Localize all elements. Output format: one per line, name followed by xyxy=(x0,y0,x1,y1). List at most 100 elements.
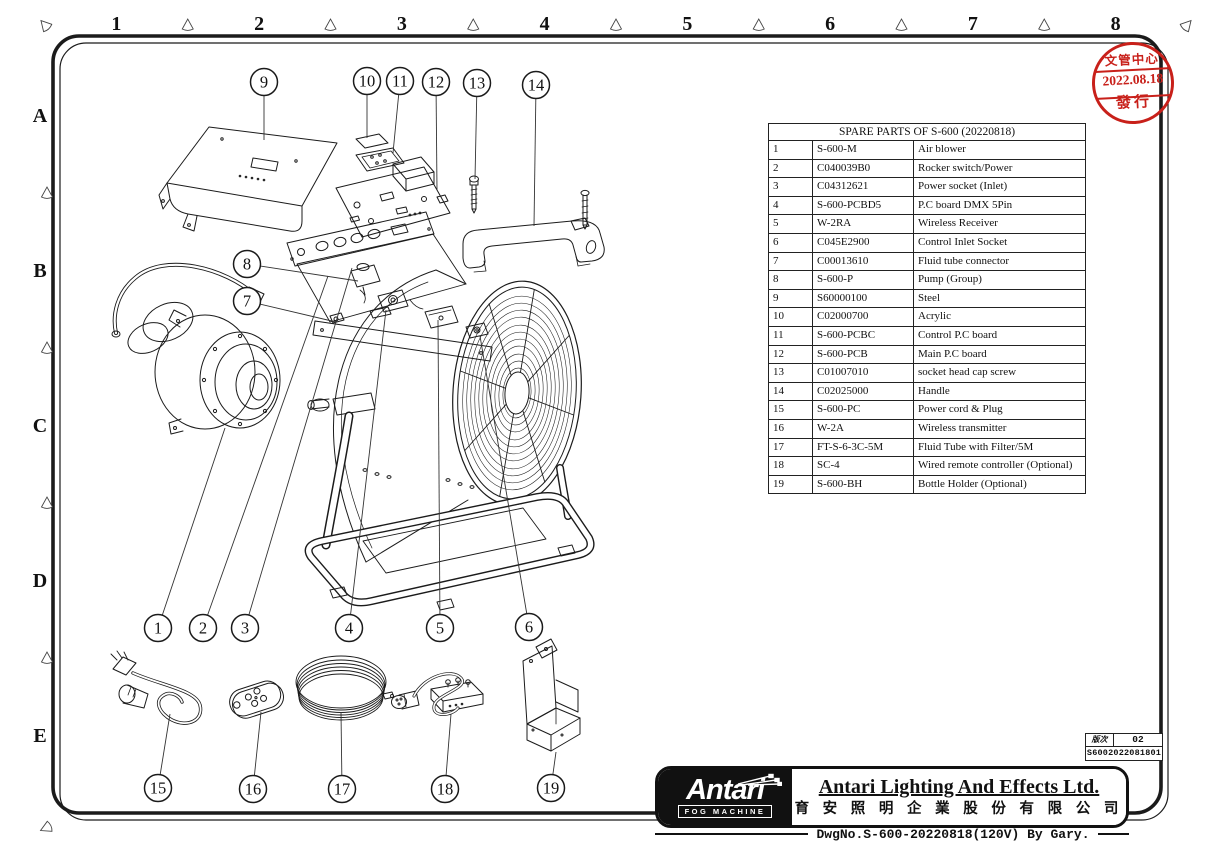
revision-box: 版次 02 S6002022081801 xyxy=(1085,733,1163,761)
part-number-cell: C02025000 xyxy=(812,381,914,402)
callout-circle-17 xyxy=(327,774,357,804)
company-name-block: Antari Lighting And Effects Ltd. 育 安 照 明… xyxy=(792,769,1126,825)
callout-number-9: 9 xyxy=(260,73,268,92)
description-cell: Wireless transmitter xyxy=(912,418,1087,439)
grid-column-label: 3 xyxy=(397,13,407,35)
grid-triangle-marker xyxy=(1179,19,1192,33)
callout-leader xyxy=(479,335,530,628)
item-number-cell: 1 xyxy=(768,140,813,160)
description-cell: Acrylic xyxy=(912,307,1087,327)
callout-number-18: 18 xyxy=(437,780,454,799)
part-number-cell: S60000100 xyxy=(812,288,914,309)
callout-leader xyxy=(244,267,353,629)
part-number-cell: S-600-PC xyxy=(812,400,914,420)
item-number-cell: 12 xyxy=(768,344,813,365)
grid-column-label: 8 xyxy=(1111,13,1121,35)
callout-number-11: 11 xyxy=(392,72,408,91)
callout-circle-12 xyxy=(421,67,451,97)
description-cell: Control Inlet Socket xyxy=(912,232,1087,253)
part-number-cell: C040039B0 xyxy=(812,158,914,179)
parts-table-title: SPARE PARTS OF S-600 (20220818) xyxy=(767,123,1087,141)
item-number-cell: 9 xyxy=(768,288,813,309)
description-cell: Air blower xyxy=(912,140,1087,160)
grid-row-label: D xyxy=(33,570,47,592)
logo-subtitle: FOG MACHINE xyxy=(677,805,773,818)
company-name-en: Antari Lighting And Effects Ltd. xyxy=(818,776,1100,798)
revision-value: 02 xyxy=(1132,734,1144,745)
description-cell: Wired remote controller (Optional) xyxy=(912,456,1087,476)
callout-number-17: 17 xyxy=(334,780,351,799)
item-number-cell: 8 xyxy=(768,270,813,290)
rule-right xyxy=(1097,833,1129,835)
item-number-cell: 4 xyxy=(768,195,813,216)
callout-circle-18 xyxy=(430,774,460,804)
item-number-cell: 2 xyxy=(768,158,813,179)
item-number-cell: 11 xyxy=(768,325,813,346)
grid-column-label: 6 xyxy=(825,13,835,35)
grid-triangle-marker xyxy=(752,18,765,31)
callout-leader xyxy=(246,263,359,282)
part-number-cell: W-2A xyxy=(812,418,914,439)
callout-number-3: 3 xyxy=(241,619,249,638)
callout-number-6: 6 xyxy=(525,618,533,637)
power-cord-part xyxy=(110,650,203,725)
callout-leader xyxy=(474,82,478,180)
grid-column-label: 2 xyxy=(254,13,264,35)
callout-leader xyxy=(533,84,537,227)
part-number-cell: FT-S-6-3C-5M xyxy=(812,437,914,458)
grid-triangle-marker xyxy=(1038,18,1051,31)
cover-panel-part xyxy=(158,126,338,232)
grid-triangle-marker xyxy=(467,18,480,31)
antari-logo: Antari FOG MACHINE xyxy=(658,769,792,825)
part-number-cell: S-600-PCB xyxy=(812,344,914,365)
grid-column-label: 5 xyxy=(682,13,692,35)
callout-circle-11 xyxy=(385,66,415,96)
item-number-cell: 19 xyxy=(768,474,813,495)
callout-circle-4 xyxy=(334,613,364,643)
grid-triangle-marker xyxy=(181,18,194,31)
item-number-cell: 5 xyxy=(768,214,813,234)
part-number-cell: W-2RA xyxy=(812,214,914,234)
grid-triangle-marker xyxy=(40,496,54,509)
callout-leader xyxy=(435,81,438,191)
description-cell: Main P.C board xyxy=(912,344,1087,365)
callout-number-16: 16 xyxy=(245,780,262,799)
callout-circle-5 xyxy=(425,613,455,643)
callout-number-10: 10 xyxy=(359,72,376,91)
pump-assembly-part xyxy=(312,263,493,362)
control-board-part xyxy=(355,147,405,172)
callout-circle-9 xyxy=(249,67,279,97)
revision-code: S6002022081801 xyxy=(1086,748,1162,758)
description-cell: Rocker switch/Power xyxy=(912,158,1087,179)
item-number-cell: 10 xyxy=(768,307,813,327)
grid-row-label: C xyxy=(33,415,47,437)
description-cell: P.C board DMX 5Pin xyxy=(912,195,1087,216)
callout-number-1: 1 xyxy=(154,619,162,638)
part-number-cell: C02000700 xyxy=(812,307,914,327)
grid-column-label: 7 xyxy=(968,13,978,35)
part-number-cell: S-600-PCBC xyxy=(812,325,914,346)
callout-circle-14 xyxy=(521,70,551,100)
item-number-cell: 17 xyxy=(768,437,813,458)
grid-row-label: A xyxy=(33,105,48,127)
frame-shadow-border xyxy=(59,42,1169,821)
item-number-cell: 13 xyxy=(768,363,813,383)
callout-leader-lines xyxy=(157,80,557,790)
item-number-cell: 6 xyxy=(768,232,813,253)
description-cell: socket head cap screw xyxy=(912,363,1087,383)
part-number-cell: C04312621 xyxy=(812,177,914,197)
fog-spray-icon xyxy=(737,773,782,786)
description-cell: Handle xyxy=(912,381,1087,402)
item-number-cell: 15 xyxy=(768,400,813,420)
